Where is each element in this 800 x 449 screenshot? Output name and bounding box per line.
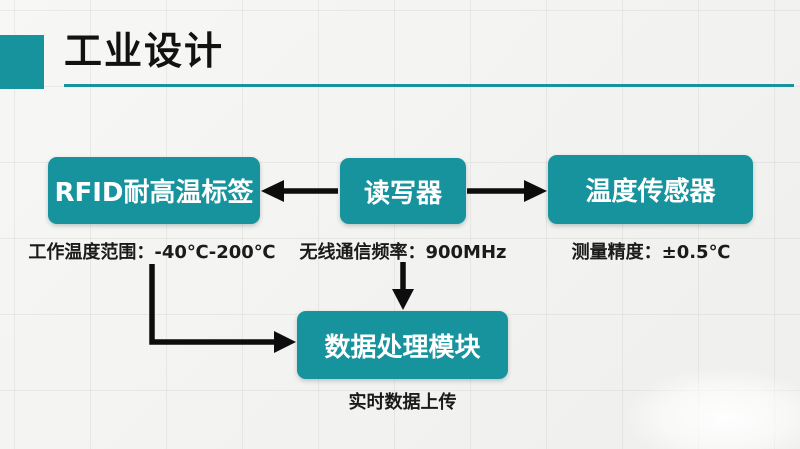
note-rfid-tag-spec: 工作温度范围：-40℃-200℃ bbox=[28, 242, 276, 263]
node-reader-label: 读写器 bbox=[363, 178, 442, 209]
title-accent-square bbox=[0, 35, 44, 89]
page-title: 工业设计 bbox=[64, 29, 225, 73]
node-data-module-label: 数据处理模块 bbox=[324, 332, 481, 363]
title-underline bbox=[64, 84, 794, 87]
node-temp-sensor-label: 温度传感器 bbox=[585, 177, 716, 207]
watermark-smudge bbox=[625, 367, 800, 449]
node-rfid-tag-label: RFID耐高温标签 bbox=[54, 178, 254, 208]
note-reader-spec: 无线通信频率：900MHz bbox=[299, 242, 507, 263]
node-reader: 读写器 bbox=[340, 158, 466, 224]
note-temp-sensor-spec: 测量精度：±0.5℃ bbox=[571, 242, 731, 263]
arrow-reader-to-data-module bbox=[392, 262, 414, 310]
arrow-reader-to-temp-sensor bbox=[467, 180, 547, 202]
note-data-module-spec: 实时数据上传 bbox=[348, 392, 457, 413]
node-rfid-tag: RFID耐高温标签 bbox=[48, 157, 260, 224]
arrow-reader-to-rfid-tag bbox=[261, 180, 338, 202]
node-data-module: 数据处理模块 bbox=[297, 311, 508, 379]
node-temp-sensor: 温度传感器 bbox=[548, 155, 753, 224]
arrow-rfid-tag-to-data-module bbox=[149, 264, 296, 353]
